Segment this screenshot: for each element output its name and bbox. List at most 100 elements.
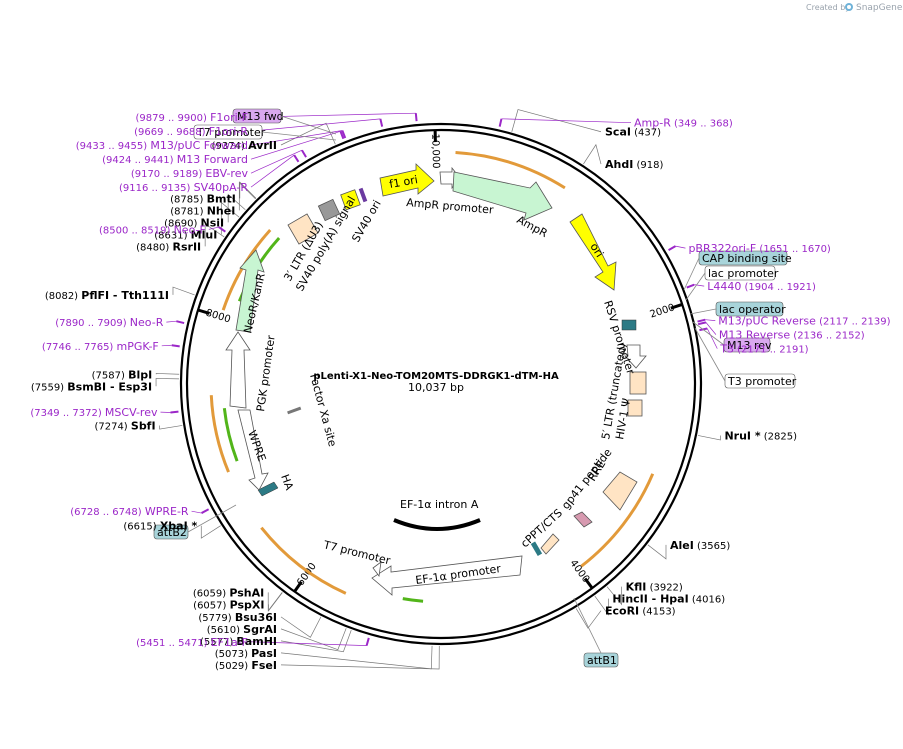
site-label: (8781) NheI (170, 204, 235, 217)
f1-ori-arrow (379, 163, 435, 197)
site-label: (5577) BamHI (200, 635, 277, 648)
site-label: (5610) SgrAI (207, 623, 277, 636)
site-leader-line (155, 378, 180, 387)
primer-label: (9669 .. 9688) F1ori-R (134, 125, 248, 138)
primer-marker (218, 226, 226, 233)
primer-label: (9116 .. 9135) SV40pA-R (119, 181, 248, 194)
cppt-box (540, 533, 560, 555)
site-leader-line (280, 122, 336, 146)
primer-leader-line (250, 130, 343, 146)
feature-label-ori: ori (587, 241, 606, 260)
cppt-mark (530, 541, 543, 557)
primer-marker (341, 130, 347, 139)
orf-arc-wpre-green (222, 408, 239, 462)
box-m13-rev: M13 rev (723, 337, 772, 353)
primer-label: (6728 .. 6748) WPRE-R (70, 505, 189, 518)
tick-mark (293, 580, 303, 593)
primer-leader-line (250, 118, 381, 132)
primer-label: (9424 .. 9441) M13 Forward (102, 153, 248, 166)
factor-xa-mark (287, 406, 302, 415)
primer-label: L4440 (1904 .. 1921) (707, 280, 816, 293)
site-leader-lines (155, 109, 721, 670)
pgk-promoter-arrow (225, 331, 251, 409)
primer-label: M13 Reverse (2136 .. 2152) (719, 329, 865, 342)
site-leader-line (280, 630, 352, 653)
primer-leader-line (694, 284, 705, 287)
site-label: (7274) SbfI (94, 419, 155, 432)
feature-label-gp41: gp41 peptide (559, 446, 615, 512)
sv40-polya-box (317, 198, 341, 222)
primer-label: Amp-R (349 .. 368) (634, 117, 733, 130)
box-cap-binding-site-label: CAP binding site (702, 252, 792, 265)
site-leader-line (200, 525, 221, 539)
snapgene-logo-icon (845, 3, 853, 11)
t7-promoter-small (372, 561, 382, 578)
restriction-site-labels: ScaI (437)AhdI (918)NruI * (2825)AleI (3… (31, 126, 797, 672)
primer-marker (498, 118, 503, 127)
primer-marker (171, 344, 180, 348)
primer-marker (170, 410, 179, 414)
hiv-psi-box (627, 399, 643, 417)
feature-label-ef1a-intron: EF-1α intron A (400, 498, 479, 511)
primer-marker (697, 318, 706, 323)
box-attb1-label: attB1 (587, 654, 617, 667)
primer-label: (9879 .. 9900) F1ori-F (135, 111, 248, 124)
primer-marker (339, 130, 345, 140)
box-cap-binding-site: CAP binding site (698, 250, 792, 266)
wpre-arrow (237, 409, 269, 491)
orf-arc-top (455, 150, 566, 190)
site-leader-line (594, 595, 609, 616)
site-label: (8480) RsrII (136, 240, 201, 253)
tick-label: 8000 (204, 308, 232, 326)
watermark-brand: SnapGene (856, 3, 903, 13)
site-label: HincII - HpaI (4016) (612, 593, 725, 606)
feature-shapes (225, 163, 647, 596)
site-leader-line (280, 616, 322, 638)
tick-mark (670, 302, 683, 310)
ef1a-promoter-arrow (371, 555, 523, 596)
site-leader-line (239, 181, 257, 199)
box-m13-rev-label: M13 rev (727, 339, 772, 352)
site-label: (6059) PshAI (193, 586, 264, 599)
primer-marker (414, 113, 418, 122)
feature-label-ampr: AmpR (515, 213, 550, 240)
site-leader-line (238, 181, 256, 211)
box-lac-promoter: lac promoter (704, 265, 779, 281)
site-label: (5073) PasI (215, 647, 277, 660)
sv40-ori-box (340, 189, 361, 211)
rsv-promoter-mark (621, 319, 637, 331)
box-attb2-label: attB2 (157, 526, 187, 539)
neokanr-arrow (235, 249, 265, 333)
primer-marker (379, 118, 384, 127)
rsv-promoter-arrow (624, 344, 647, 369)
ltr5-box (629, 371, 647, 395)
feature-label-f1-ori: f1 ori (388, 173, 419, 191)
site-leader-line (647, 544, 667, 560)
site-label: (8690) NsiI (164, 216, 224, 229)
primer-leader-line (675, 245, 686, 249)
site-label: AleI (3565) (670, 539, 730, 552)
primer-marker (176, 320, 185, 325)
plasmid-name: pLenti-X1-Neo-TOM20MTS-DDRGK1-dTM-HA (313, 371, 559, 382)
site-leader-line (220, 201, 240, 235)
tick-label: 10,000 (429, 133, 441, 168)
box-lac-operator-label: lac operator (719, 303, 786, 316)
box-t3-promoter: T3 promoter (724, 373, 797, 389)
primer-label: (5451 .. 5471) EF1a-F (136, 636, 248, 649)
orf-arc-left-lower (209, 395, 230, 473)
feature-label-factor-xa: Factor Xa site (307, 372, 339, 448)
orf-arc-ef1a-green (402, 597, 424, 603)
primer-marker (301, 149, 307, 158)
site-label: (8082) PflFI - Tth111I (45, 289, 169, 302)
orf-arc-bottom (260, 526, 347, 595)
backbone-inner-ring (185, 128, 697, 640)
ampr-arrow (452, 171, 553, 221)
feature-label-cppt: cPPT/CTS (518, 506, 565, 550)
ltr3-box (287, 213, 319, 245)
box-lac-operator: lac operator (715, 301, 786, 317)
box-labels: M13 fwd T7 promoter CAP binding site lac… (153, 108, 797, 668)
primer-leader-line (501, 118, 632, 124)
site-label: AhdI (918) (605, 158, 663, 171)
feature-label-t7-promoter: T7 promoter (321, 538, 392, 567)
